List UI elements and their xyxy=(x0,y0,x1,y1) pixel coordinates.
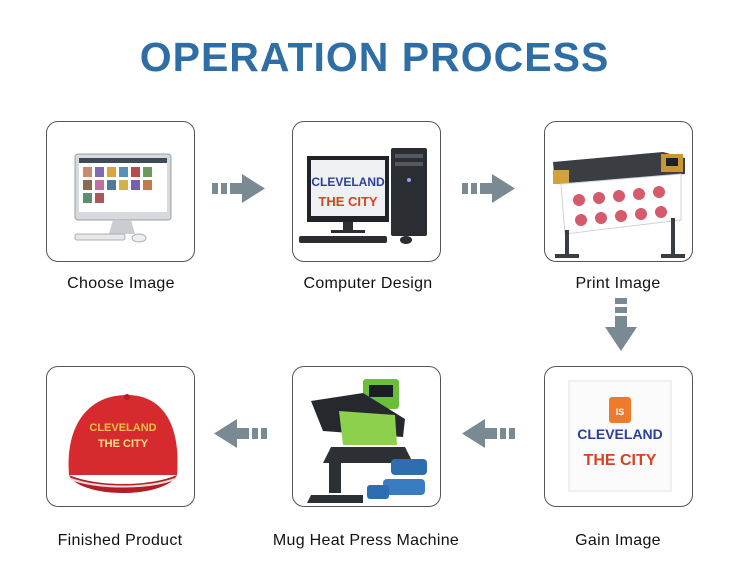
transfer-text-line2: THE CITY xyxy=(584,452,657,469)
cap-text-line2: THE CITY xyxy=(98,438,149,450)
arrow-down-icon xyxy=(605,298,637,351)
page-title: OPERATION PROCESS xyxy=(139,34,610,80)
arrow-right-icon xyxy=(462,174,515,203)
artwork-text-line2: THE CITY xyxy=(318,194,378,209)
desktop-pc-icon: CLEVELAND THE CITY xyxy=(299,148,427,244)
step-card-choose-image xyxy=(46,121,195,262)
step-label: Finished Product xyxy=(57,532,183,549)
step-label: Print Image xyxy=(575,275,661,292)
arrow-right-icon xyxy=(212,174,265,203)
step-label: Mug Heat Press Machine xyxy=(272,532,460,549)
step-label: Computer Design xyxy=(303,275,433,292)
step-card-computer-design: CLEVELAND THE CITY xyxy=(292,121,441,262)
arrow-left-icon xyxy=(462,419,515,448)
step-card-print-image xyxy=(544,121,693,262)
step-card-finished-product: CLEVELAND THE CITY xyxy=(46,366,195,507)
transfer-text-line1: CLEVELAND xyxy=(577,426,663,442)
arrow-left-icon xyxy=(214,419,267,448)
step-label: Gain Image xyxy=(575,532,661,549)
printed-transfer-icon: IS CLEVELAND THE CITY xyxy=(568,380,672,492)
heat-press-icon xyxy=(307,379,427,503)
artwork-text-line1: CLEVELAND xyxy=(311,175,385,189)
cap-text-line1: CLEVELAND xyxy=(89,422,156,434)
computer-icon xyxy=(74,153,172,243)
step-card-gain-image: IS CLEVELAND THE CITY xyxy=(544,366,693,507)
step-card-heat-press xyxy=(292,366,441,507)
step-label: Choose Image xyxy=(67,275,175,292)
cap-icon: CLEVELAND THE CITY xyxy=(68,394,178,493)
printer-icon xyxy=(553,152,685,258)
badge-text: IS xyxy=(616,407,625,417)
